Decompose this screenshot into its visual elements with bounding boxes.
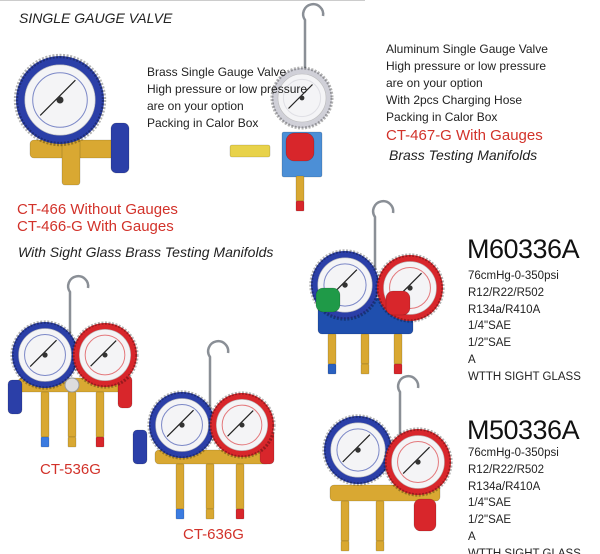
spec-line: WTTH SIGHT GLASS [468,547,581,554]
hose-fitting-left-fitting [340,500,350,542]
blue-gauge-ct466-scale [32,72,88,128]
spec-line: 76cmHg-0-350psi [468,447,559,459]
hose-fitting-right-cap [235,508,245,520]
spec-list-m50336a: 76cmHg-0-350psi R12/R22/R502 R134a/R410A… [468,445,581,554]
hose-fitting-left-cap [327,363,337,375]
spec-list-m60336a: 76cmHg-0-350psi R12/R22/R502 R134a/R410A… [468,268,581,386]
red-gauge-m50336a-pivot [415,459,421,465]
spec-line: 76cmHg-0-350psi [468,270,559,282]
hook-icon [371,200,395,270]
hose-fitting-right-cap [95,436,105,448]
red-gauge-m50336a-scale [397,441,439,483]
blue-valve-knob [132,429,148,465]
hook-icon [301,3,325,75]
model-title-m60336a: M60336A [467,234,580,264]
green-valve-knob [315,287,341,313]
model-label-ct536g: CT-536G [40,461,101,478]
blue-valve-knob [110,122,130,174]
red-gauge-ct636g-pivot [239,422,245,428]
lower-port-fitting [295,175,305,202]
top-divider [0,0,365,1]
hose-fitting-center-cap [67,436,77,448]
section-title-brass-manifolds: Brass Testing Manifolds [389,147,538,163]
red-gauge-m60336a-pivot [407,285,413,291]
spec-line: 1/2"SAE [468,337,512,350]
silver-gauge-ct467-scale [282,78,322,118]
blue-gauge-ct636g-scale [161,404,203,446]
blue-gauge-ct536g-pivot [42,352,48,358]
hook-icon [396,375,420,450]
hose-fitting-left-fitting [40,391,50,438]
red-gauge-m60336a-scale [389,267,431,309]
hose-fitting-left-fitting [175,463,185,510]
desc-line: High pressure or low pressure [386,59,547,73]
desc-line: are on your option [386,76,483,90]
yellow-hose-connector [229,144,271,158]
spec-line: R12/R22/R502 [468,286,545,299]
spec-line: 1/4"SAE [468,497,512,510]
hose-fitting-right-cap [393,363,403,375]
blue-valve-knob [7,379,23,415]
hose-fitting-right-fitting [235,463,245,510]
section-title-sight-glass: With Sight Glass Brass Testing Manifolds [18,244,274,260]
spec-line: A [468,530,476,543]
desc-line: Packing in Calor Box [147,116,259,130]
red-valve-knob [285,132,315,162]
red-gauge-ct536g-scale [84,334,126,376]
hook-icon [66,275,90,360]
brass-valve-description: Brass Single Gauge Valve High pressure o… [147,64,307,132]
desc-line: With 2pcs Charging Hose [386,93,523,107]
blue-gauge-ct536g-scale [24,334,66,376]
hose-fitting-center-fitting [375,500,385,542]
hose-fitting-center-cap [375,540,385,552]
spec-line: 1/4"SAE [468,320,512,333]
section-title-single-gauge: SINGLE GAUGE VALVE [19,10,173,26]
sight-glass [64,377,80,393]
model-title-m50336a: M50336A [467,415,580,445]
hose-fitting-left-cap [40,436,50,448]
hose-fitting-center-cap [360,363,370,375]
aluminum-valve-description: Aluminum Single Gauge Valve High pressur… [386,41,548,126]
lower-port-cap [295,200,305,212]
hose-fitting-right-fitting [393,333,403,365]
blue-gauge-ct466-pivot [56,96,64,104]
blue-gauge-m50336a-pivot [355,447,361,453]
silver-gauge-ct467-pivot [299,95,305,101]
spec-line: R12/R22/R502 [468,463,545,476]
hose-fitting-center-cap [205,508,215,520]
hose-fitting-center-fitting [360,333,370,365]
hose-fitting-center-fitting [67,391,77,438]
blue-gauge-m60336a-scale [323,263,367,307]
desc-line: are on your option [147,99,244,113]
blue-gauge-m60336a-pivot [342,282,348,288]
hose-fitting-left-cap [340,540,350,552]
hose-fitting-left-cap [175,508,185,520]
red-gauge-ct636g-scale [221,404,263,446]
hose-fitting-right-fitting [95,391,105,438]
desc-line: Brass Single Gauge Valve [147,65,287,79]
spec-line: WTTH SIGHT GLASS [468,370,581,383]
hook-icon [206,340,230,430]
blue-gauge-ct636g-pivot [179,422,185,428]
desc-line: Aluminum Single Gauge Valve [386,42,548,56]
hose-fitting-left-fitting [327,333,337,365]
model-label: CT-466 Without Gauges [17,201,178,218]
desc-line: Packing in Calor Box [386,110,498,124]
aluminum-valve-model: CT-467-G With Gauges [386,127,543,144]
spec-line: R134a/R410A [468,480,541,493]
spec-line: 1/2"SAE [468,514,512,527]
hose-fitting-center-fitting [205,463,215,510]
model-label-ct636g: CT-636G [183,526,244,543]
blue-gauge-m50336a-scale [336,428,380,472]
red-gauge-ct536g-pivot [102,352,108,358]
red-valve-knob [413,498,437,532]
desc-line: High pressure or low pressure [147,82,308,96]
red-valve-knob [385,290,411,316]
model-label: CT-466-G With Gauges [17,218,174,235]
brass-valve-models: CT-466 Without Gauges CT-466-G With Gaug… [17,201,178,235]
spec-line: A [468,353,476,366]
spec-line: R134a/R410A [468,303,541,316]
